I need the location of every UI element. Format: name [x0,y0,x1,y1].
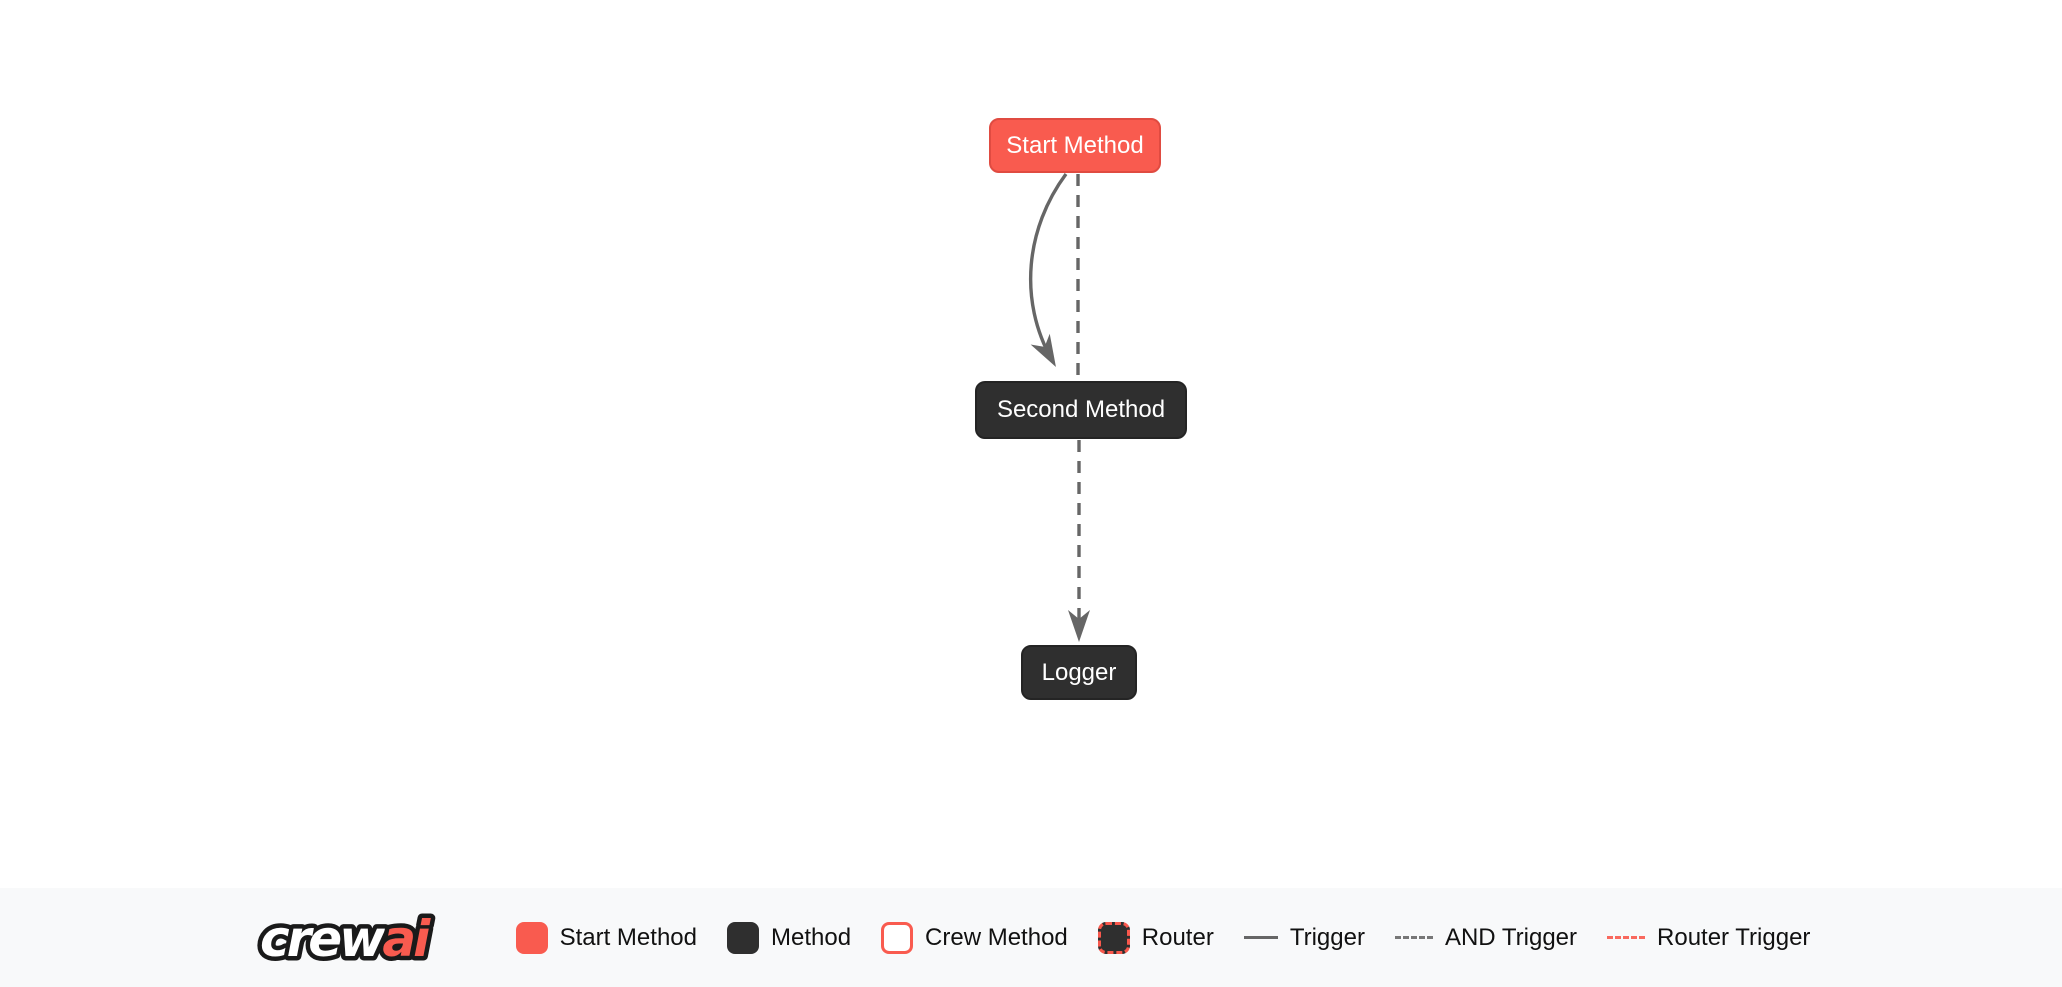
edge-trigger-start-to-second [1029,172,1068,367]
legend-bar: crewai Start Method Method Crew Method R… [0,888,2062,987]
start-method-swatch-icon [515,921,548,954]
crewai-logo: crewai [255,905,438,972]
legend-item-and-trigger: AND Trigger [1394,923,1578,952]
legend-label: Router [1141,923,1214,951]
legend-label: AND Trigger [1444,923,1578,951]
legend-label: Method [770,923,852,951]
legend-item-trigger: Trigger [1243,923,1365,952]
crew-method-swatch-icon [881,921,914,954]
legend-label: Start Method [559,923,697,951]
router-trigger-line-icon [1607,936,1646,939]
node-second-method[interactable]: Second Method [975,381,1187,439]
node-start-method[interactable]: Start Method [989,118,1161,173]
and-trigger-line-icon [1394,936,1433,939]
router-swatch-icon [1097,921,1130,954]
node-second-method-label: Second Method [996,396,1166,423]
logo-ai-text: ai [382,910,431,968]
method-swatch-icon [726,921,759,954]
flow-canvas[interactable]: Start Method Second Method Logger [0,0,2062,888]
legend-item-start-method: Start Method [515,921,697,954]
legend-label: Trigger [1289,923,1365,951]
logo-crew-text: crew [260,910,386,968]
node-logger[interactable]: Logger [1021,645,1137,700]
legend-label: Crew Method [925,923,1068,951]
node-logger-label: Logger [1041,658,1117,686]
legend-label: Router Trigger [1657,923,1811,951]
legend-item-method: Method [726,921,852,954]
flow-edges [1029,172,1090,642]
legend-item-router-trigger: Router Trigger [1607,924,1810,952]
svg-text:crewai: crewai [260,910,431,968]
trigger-line-icon [1243,936,1278,939]
legend-item-router: Router [1097,921,1214,954]
node-start-method-label: Start Method [1006,131,1144,159]
legend-item-crew-method: Crew Method [881,921,1068,954]
